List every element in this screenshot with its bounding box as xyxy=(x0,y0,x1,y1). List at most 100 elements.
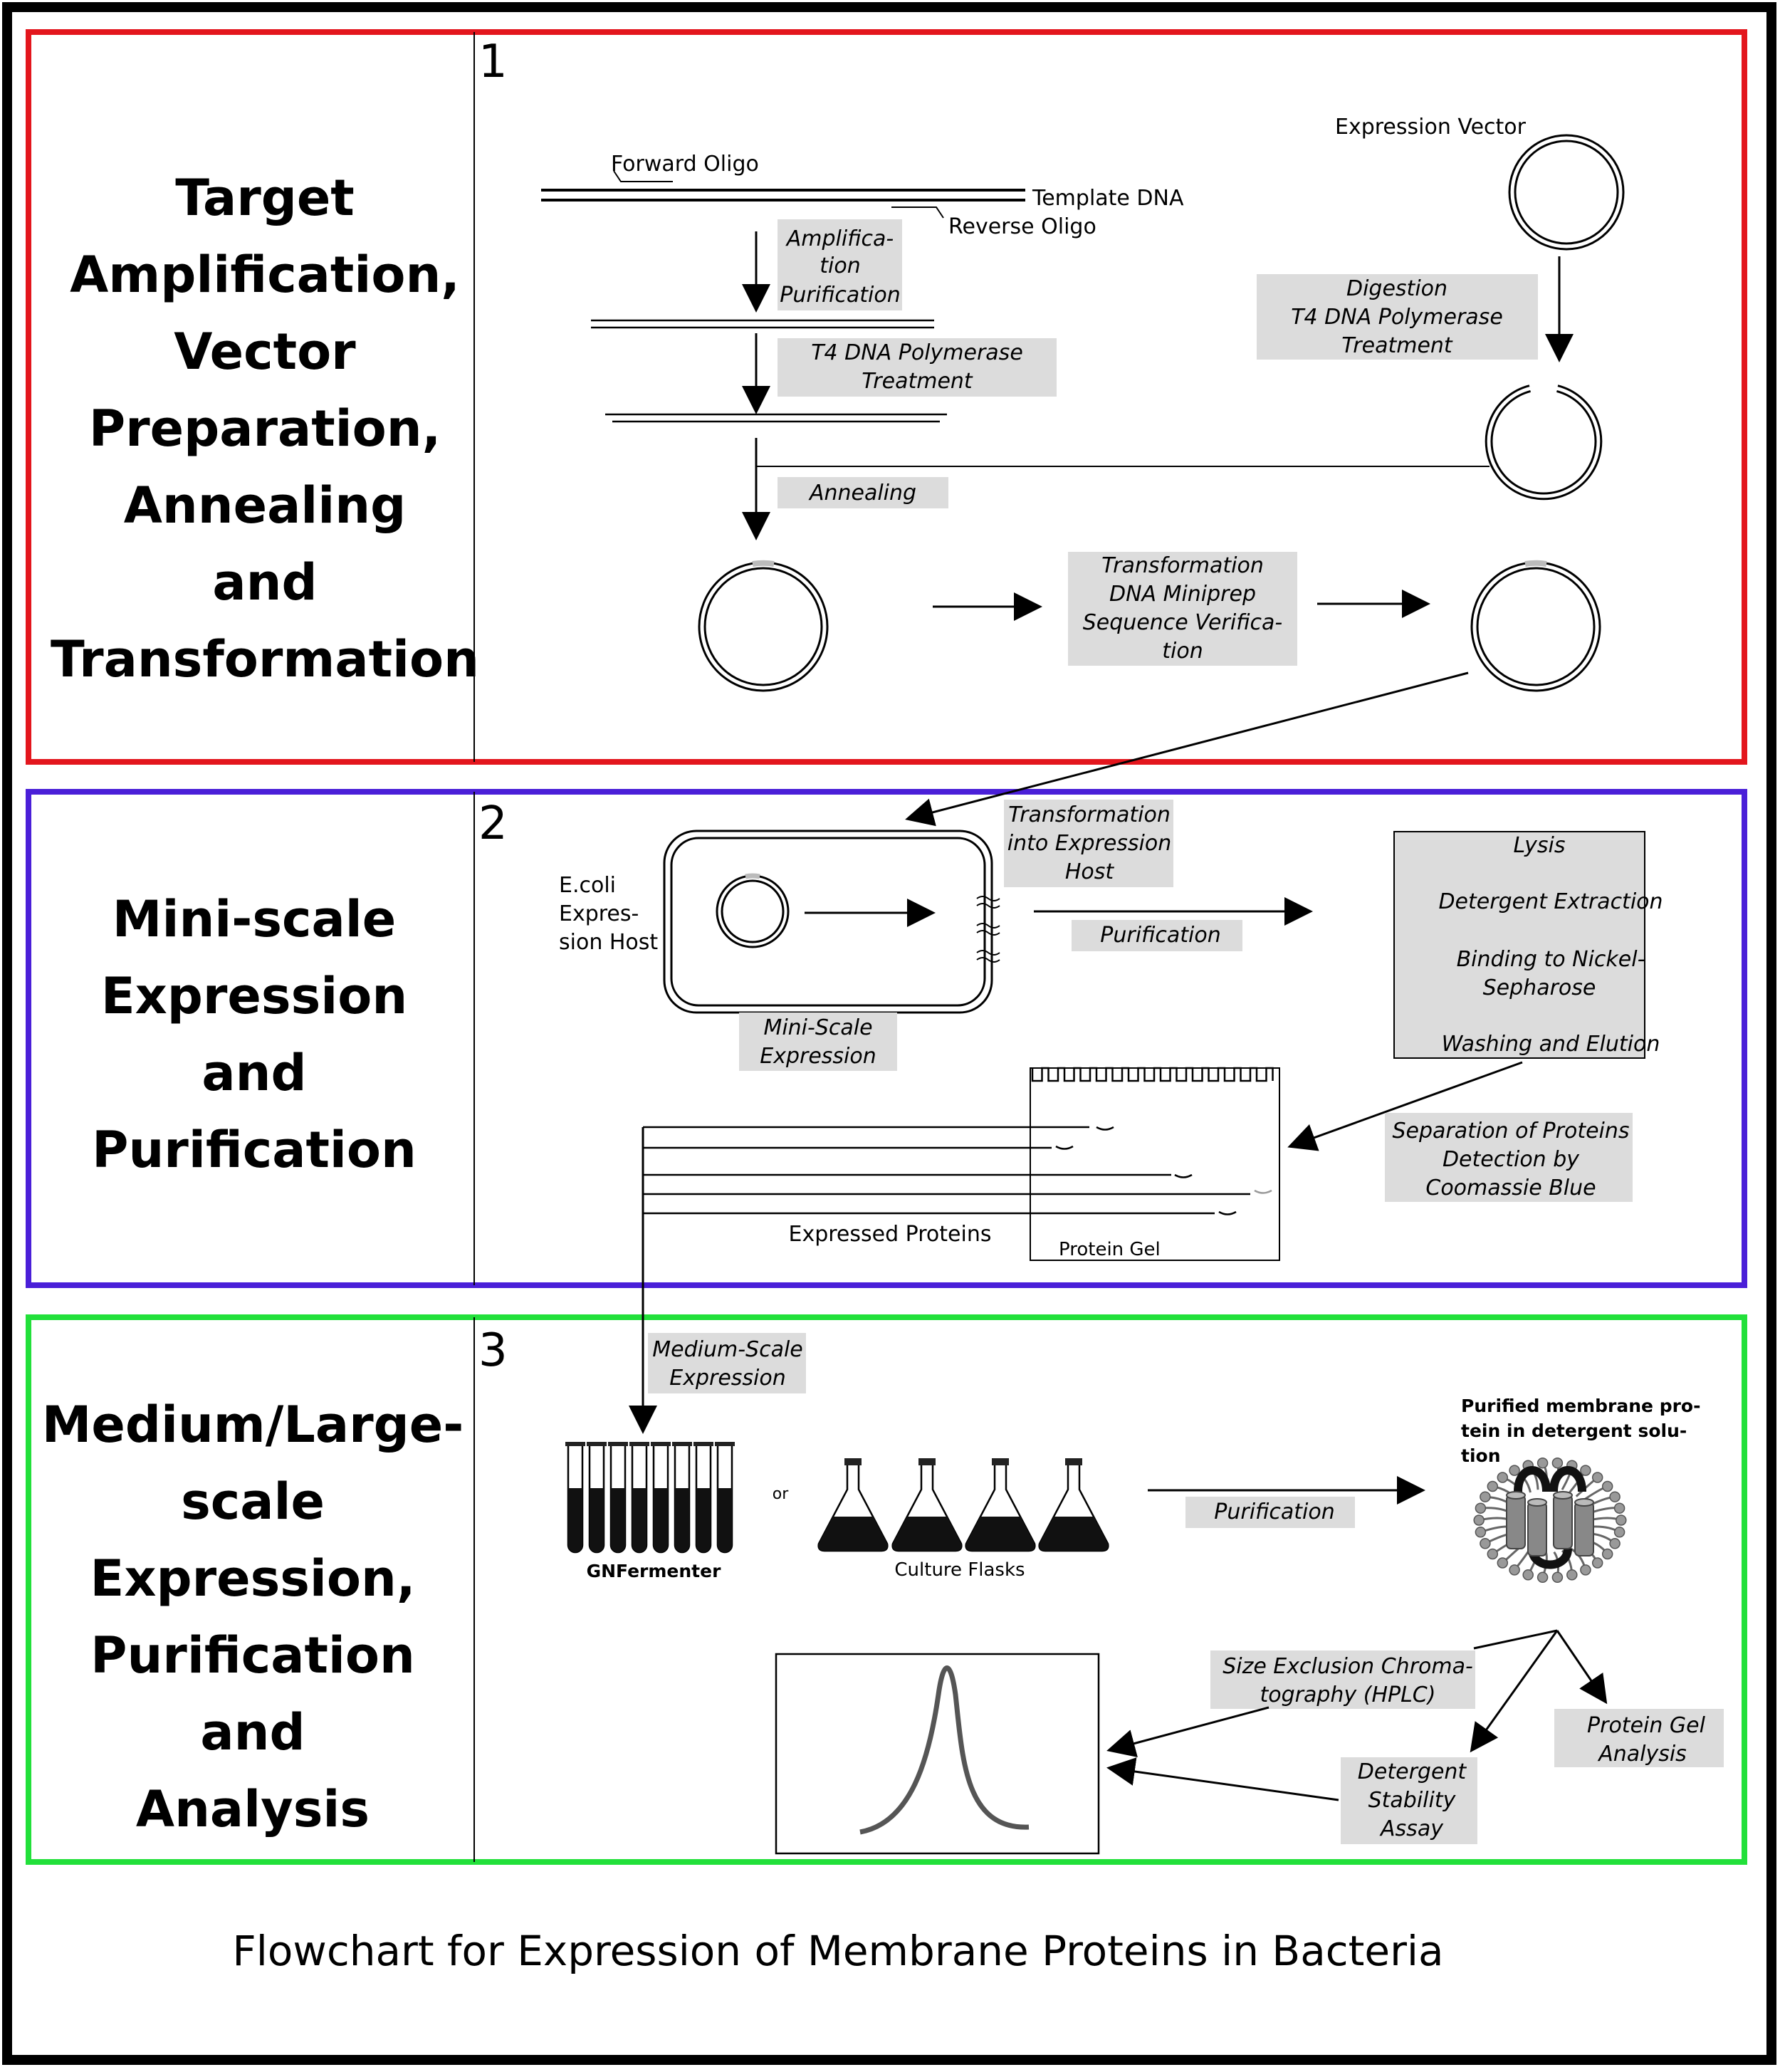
lysis-steps-box xyxy=(1393,831,1645,1059)
reverse-oligo-label: Reverse Oligo xyxy=(948,214,1096,239)
lysis-step: Lysis xyxy=(1514,833,1566,858)
ecoli-label-line: Expres- xyxy=(559,901,639,926)
arrow-to-expression-host xyxy=(905,671,1469,827)
box-line: Transformation xyxy=(1008,802,1171,827)
title-line: Vector xyxy=(174,323,356,381)
box-line: DNA Miniprep xyxy=(1109,582,1256,607)
fermenter-tube xyxy=(693,1442,713,1554)
transformation-host-box xyxy=(1004,800,1173,887)
title-line: Purification xyxy=(90,1626,415,1685)
separation-box xyxy=(1385,1113,1633,1202)
purified-label-line: Purified membrane pro- xyxy=(1461,1396,1701,1416)
box-line: Stability xyxy=(1368,1788,1457,1813)
box-line: Size Exclusion Chroma- xyxy=(1223,1654,1473,1679)
box-line: Analysis xyxy=(1597,1742,1687,1767)
purification-box-3 xyxy=(1185,1497,1355,1528)
purification-box-2 xyxy=(1072,920,1242,951)
section-1-title: Target Amplification, Vector Preparation… xyxy=(51,169,479,689)
chromatogram xyxy=(775,1653,1100,1855)
box-line: Expression xyxy=(669,1366,786,1391)
title-line: Annealing xyxy=(124,476,406,535)
box-line: Sequence Verifica- xyxy=(1083,610,1283,635)
fermenter-tube xyxy=(608,1442,628,1554)
box-line: Host xyxy=(1065,859,1115,884)
culture-flasks xyxy=(817,1458,1109,1552)
expressed-proteins-label: Expressed Proteins xyxy=(789,1222,992,1247)
ecoli-label-line: sion Host xyxy=(559,930,658,955)
medium-scale-box xyxy=(648,1333,806,1393)
detergent-assay-box xyxy=(1341,1757,1477,1844)
or-label: or xyxy=(773,1485,789,1503)
ecoli-cell xyxy=(663,830,1000,1014)
lysis-step: Washing and Elution xyxy=(1442,1032,1660,1057)
expression-vector-label: Expression Vector xyxy=(1335,115,1527,140)
lysis-step: Sepharose xyxy=(1483,975,1596,1000)
expressed-protein-lines xyxy=(643,1126,1250,1215)
box-line: tion xyxy=(1162,639,1203,664)
section-3-number: 3 xyxy=(478,1324,508,1377)
protein-gel xyxy=(1030,1067,1280,1261)
protein-gel-analysis-box xyxy=(1554,1709,1724,1767)
annealed-plasmid xyxy=(698,560,829,692)
title-line: Mini-scale xyxy=(112,890,396,948)
t4-treated-dna xyxy=(605,413,947,423)
linearized-vector xyxy=(1485,384,1603,501)
box-line: Medium-Scale xyxy=(652,1337,803,1362)
title-line: and xyxy=(200,1703,305,1762)
amplified-dna xyxy=(591,319,934,329)
section-3-frame xyxy=(26,1314,1747,1865)
transformation-box xyxy=(1068,552,1297,666)
box-line: Detergent xyxy=(1358,1759,1467,1784)
arrow-to-gel-analysis xyxy=(1556,1630,1608,1705)
section-2-frame xyxy=(26,789,1747,1288)
section-3-title: Medium/Large- scale Expression, Purifica… xyxy=(42,1396,464,1838)
title-line: Preparation, xyxy=(89,399,441,458)
box-line: Amplifica- xyxy=(785,226,894,251)
box-line: Coomassie Blue xyxy=(1425,1176,1596,1200)
section-1-frame xyxy=(26,29,1747,765)
box-line: into Expression xyxy=(1007,831,1172,856)
culture-flask xyxy=(1038,1458,1109,1552)
fermenter-tube xyxy=(587,1442,607,1554)
box-line: T4 DNA Polymerase xyxy=(811,340,1023,365)
verified-plasmid xyxy=(1470,560,1601,692)
culture-flasks-label: Culture Flasks xyxy=(894,1559,1025,1581)
title-line: Expression, xyxy=(90,1549,416,1608)
fermenter-tube xyxy=(629,1442,649,1554)
line-to-sec xyxy=(1473,1629,1558,1650)
protein-gel-label: Protein Gel xyxy=(1059,1239,1161,1260)
expression-vector-plasmid xyxy=(1508,134,1625,251)
gnfermenter-tubes xyxy=(565,1442,735,1554)
arrow-to-gel xyxy=(1287,1061,1523,1151)
ecoli-label-line: E.coli xyxy=(559,873,616,898)
figure-caption: Flowchart for Expression of Membrane Pro… xyxy=(232,1927,1443,1975)
title-line: Target xyxy=(175,169,355,227)
culture-flask xyxy=(817,1458,889,1552)
box-line: Digestion xyxy=(1346,276,1447,301)
box-line: Treatment xyxy=(862,369,973,394)
digestion-box xyxy=(1257,274,1538,360)
gel-wells xyxy=(1031,1067,1274,1082)
t4-box xyxy=(778,338,1057,397)
title-line: Transformation xyxy=(51,630,479,689)
title-line: and xyxy=(212,553,317,612)
template-dna xyxy=(541,189,1025,202)
box-line: Detection by xyxy=(1443,1147,1580,1172)
culture-flask xyxy=(965,1458,1036,1552)
arrow-to-detergent-assay xyxy=(1470,1630,1559,1753)
annealing-box xyxy=(778,477,948,508)
title-line: Amplification, xyxy=(70,246,460,304)
fermenter-tube xyxy=(672,1442,692,1554)
section-1-number: 1 xyxy=(478,36,508,88)
template-dna-label: Template DNA xyxy=(1032,186,1184,211)
box-line: Expression xyxy=(760,1044,876,1069)
title-line: Medium/Large- xyxy=(42,1396,464,1454)
box-line: T4 DNA Polymerase xyxy=(1291,305,1503,330)
arrow-sec-to-trace xyxy=(1106,1706,1269,1758)
fermenter-tube xyxy=(565,1442,585,1554)
box-line: Assay xyxy=(1379,1816,1444,1841)
lysis-step: Binding to Nickel- xyxy=(1457,947,1645,972)
fermenter-tube xyxy=(651,1442,671,1554)
sec-box xyxy=(1210,1650,1475,1709)
